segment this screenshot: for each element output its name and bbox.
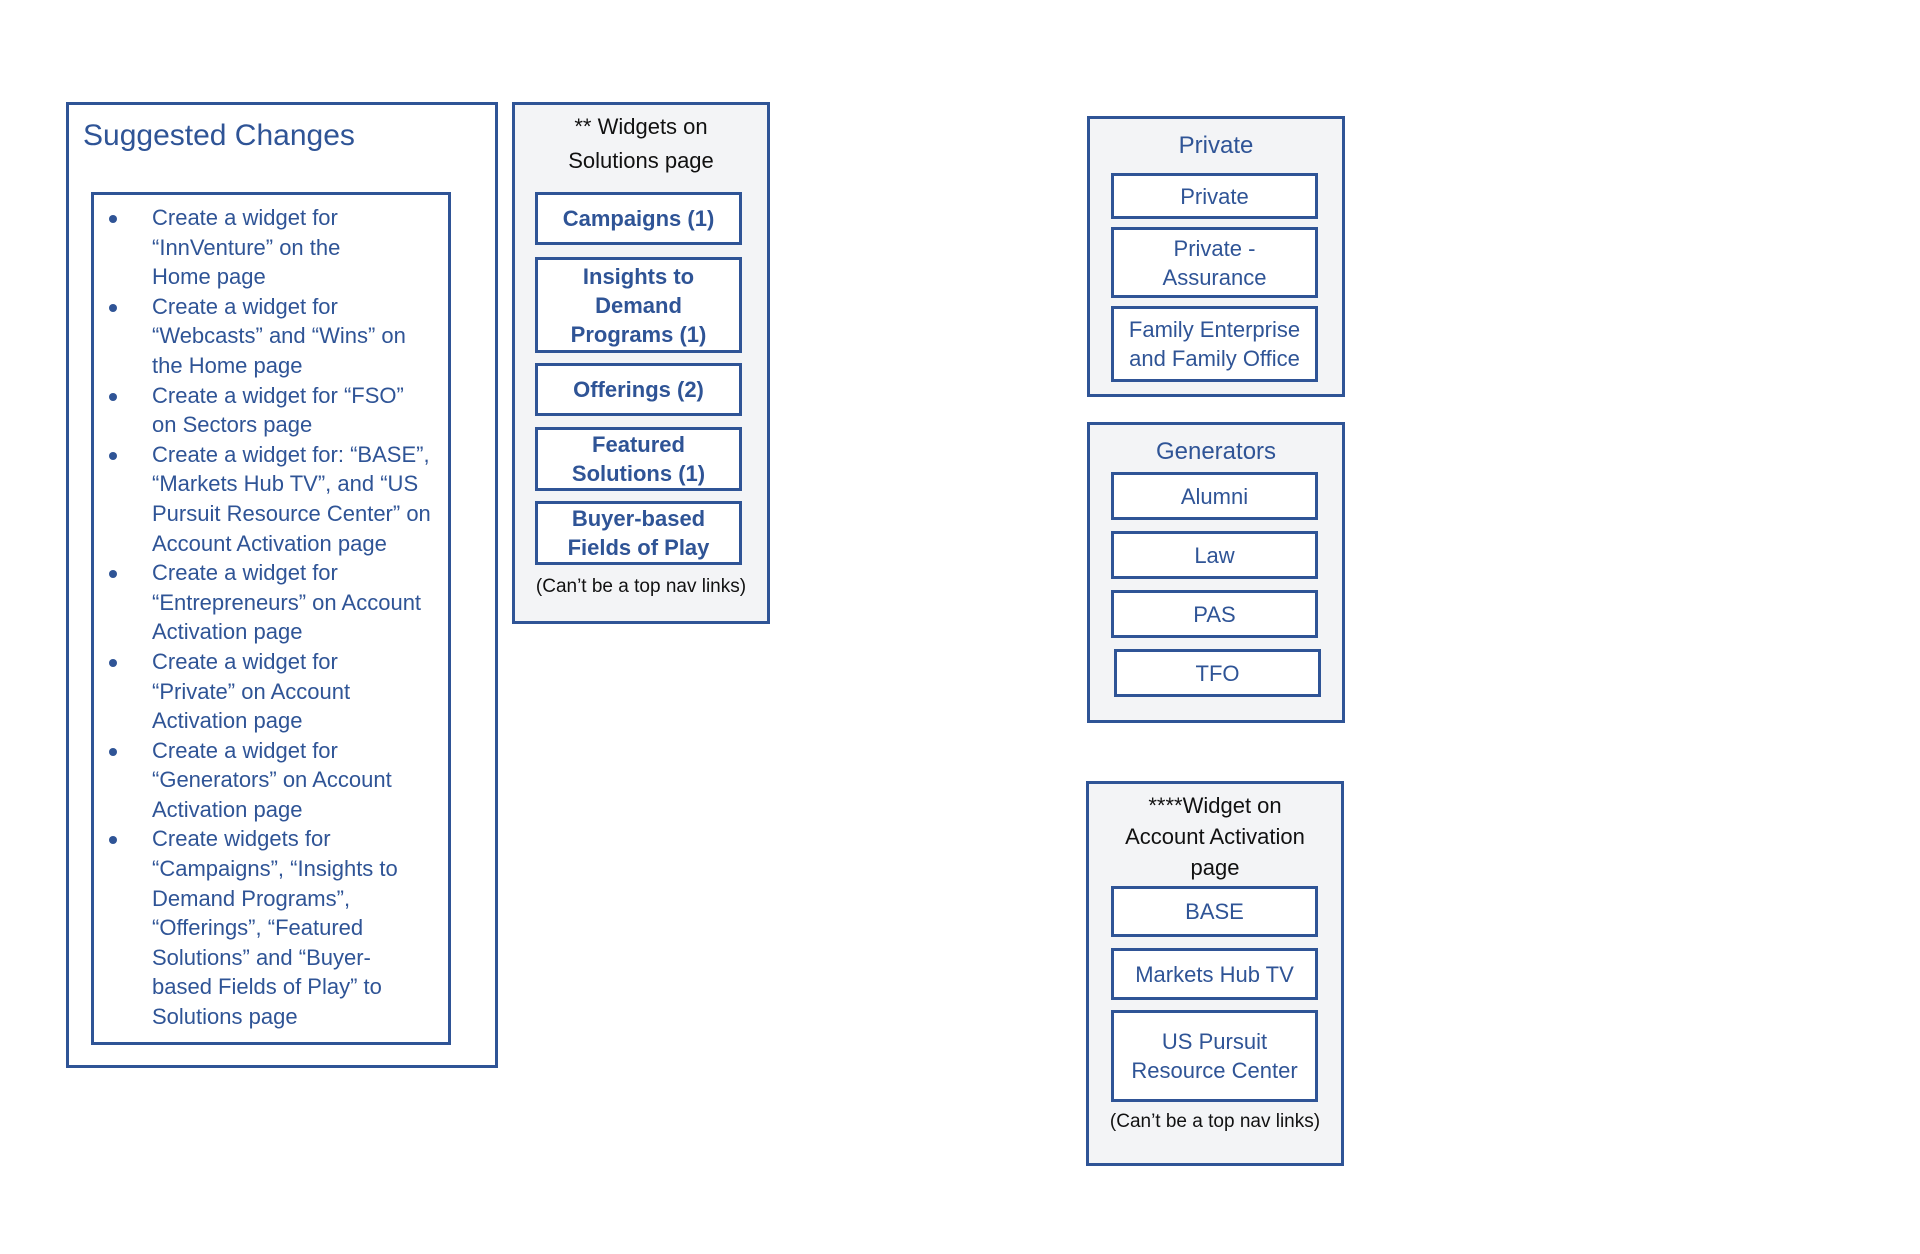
group-box-pas[interactable]: PAS	[1111, 590, 1318, 638]
widget-box-base[interactable]: BASE	[1111, 886, 1318, 937]
list-item: Create a widget for “Private” on Account…	[94, 647, 438, 736]
group-box-private[interactable]: Private	[1111, 173, 1318, 219]
list-item: Create a widget for “Webcasts” and “Wins…	[94, 292, 438, 381]
group-box-tfo[interactable]: TFO	[1114, 649, 1321, 697]
bullet-icon	[109, 570, 117, 579]
widget-box-us-pursuit-resource-center[interactable]: US Pursuit Resource Center	[1111, 1010, 1318, 1102]
group-box-alumni[interactable]: Alumni	[1111, 472, 1318, 520]
widget-box-insights-to-demand-programs[interactable]: Insights to Demand Programs (1)	[535, 257, 742, 353]
account-activation-widget-panel: ****Widget on Account Activation page BA…	[1086, 781, 1344, 1166]
group-box-law[interactable]: Law	[1111, 531, 1318, 579]
account-activation-widget-title: ****Widget on Account Activation page	[1125, 793, 1305, 880]
widget-box-campaigns[interactable]: Campaigns (1)	[535, 192, 742, 245]
bullet-icon	[109, 451, 117, 460]
widget-box-offerings[interactable]: Offerings (2)	[535, 363, 742, 416]
suggested-changes-list: Create a widget for “InnVenture” on the …	[91, 192, 451, 1045]
bullet-icon	[109, 215, 117, 223]
group-box-family-enterprise[interactable]: Family Enterprise and Family Office	[1111, 306, 1318, 382]
account-activation-widget-note: (Can’t be a top nav links)	[1109, 1111, 1321, 1132]
list-item: Create a widget for “FSO” on Sectors pag…	[94, 381, 438, 440]
widget-box-featured-solutions[interactable]: Featured Solutions (1)	[535, 427, 742, 491]
widget-box-buyer-based-fields-of-play[interactable]: Buyer-based Fields of Play	[535, 501, 742, 565]
list-item: Create widgets for “Campaigns”, “Insight…	[94, 824, 438, 1031]
list-item: Create a widget for: “BASE”, “Markets Hu…	[94, 440, 438, 558]
widget-box-markets-hub-tv[interactable]: Markets Hub TV	[1111, 948, 1318, 1000]
generators-group-title: Generators	[1155, 438, 1277, 465]
solutions-widgets-note: (Can’t be a top nav links)	[535, 576, 747, 597]
list-item: Create a widget for “Generators” on Acco…	[94, 736, 438, 825]
private-group-panel: Private Private Private - Assurance Fami…	[1087, 116, 1345, 397]
solutions-widgets-title: ** Widgets on Solutions page	[568, 114, 714, 173]
bullet-icon	[109, 658, 117, 667]
suggested-changes-title: Suggested Changes	[83, 119, 355, 152]
solutions-widgets-panel: ** Widgets on Solutions page Campaigns (…	[512, 102, 770, 624]
bullet-icon	[109, 303, 117, 312]
group-box-private-assurance[interactable]: Private - Assurance	[1111, 227, 1318, 298]
bullet-icon	[109, 392, 117, 401]
bullet-icon	[109, 747, 117, 756]
private-group-title: Private	[1178, 132, 1254, 159]
suggested-changes-panel: Suggested Changes Create a widget for “I…	[66, 102, 498, 1068]
list-item: Create a widget for “InnVenture” on the …	[94, 203, 438, 292]
bullet-icon	[109, 836, 117, 845]
generators-group-panel: Generators Alumni Law PAS TFO	[1087, 422, 1345, 723]
list-item: Create a widget for “Entrepreneurs” on A…	[94, 558, 438, 647]
